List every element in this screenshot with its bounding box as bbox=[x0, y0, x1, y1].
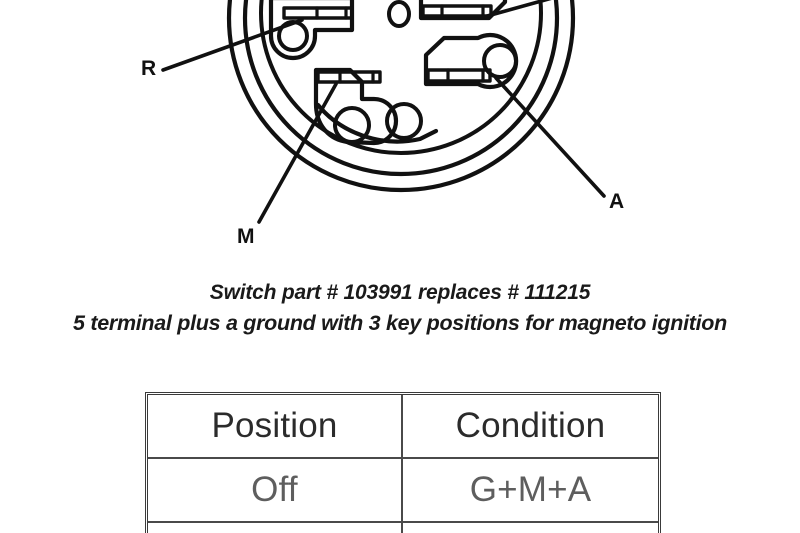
table-body: Off G+M+A bbox=[148, 459, 658, 533]
switch-position-table: Position Condition Off G+M+A bbox=[145, 392, 661, 533]
cell-position-off: Off bbox=[148, 459, 403, 523]
terminal-label-m: M bbox=[237, 225, 255, 248]
caption-line-description: 5 terminal plus a ground with 3 key posi… bbox=[73, 311, 727, 335]
column-header-position: Position bbox=[148, 395, 403, 459]
caption-line-part-number: Switch part # 103991 replaces # 111215 bbox=[209, 281, 591, 304]
cell-condition-off: G+M+A bbox=[403, 459, 658, 523]
table-header-row: Position Condition bbox=[148, 395, 658, 459]
table-head: Position Condition bbox=[148, 395, 658, 459]
table-row bbox=[148, 523, 658, 533]
cell-condition-next bbox=[403, 523, 658, 533]
diagram-caption: Switch part # 103991 replaces # 111215 5… bbox=[0, 278, 800, 339]
column-header-condition: Condition bbox=[403, 395, 658, 459]
terminal-label-a: A bbox=[609, 190, 625, 213]
cell-position-next bbox=[148, 523, 403, 533]
terminal-label-r: R bbox=[141, 57, 157, 80]
table-row: Off G+M+A bbox=[148, 459, 658, 523]
switch-position-table-wrapper: Position Condition Off G+M+A bbox=[145, 392, 661, 533]
switch-line-drawing bbox=[161, 0, 606, 224]
switch-diagram: R M A bbox=[0, 0, 800, 262]
